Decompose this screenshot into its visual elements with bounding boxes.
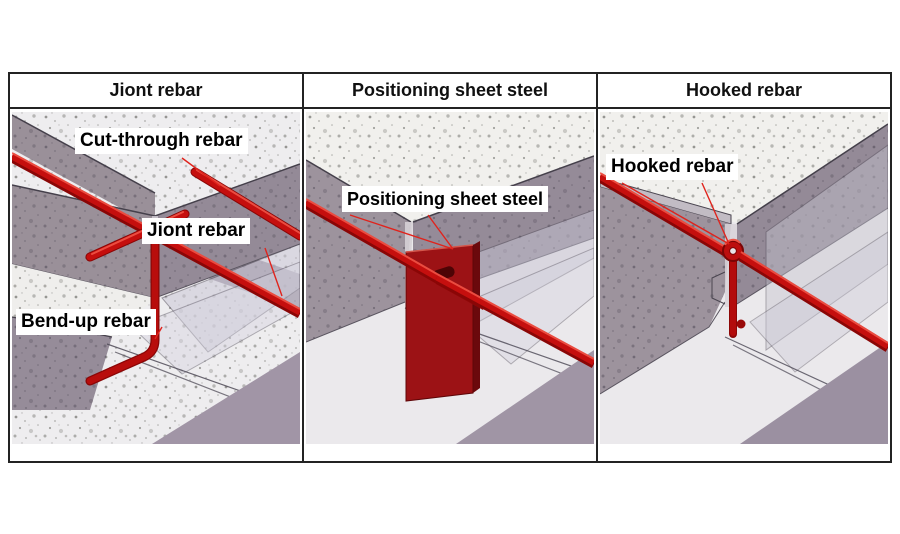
label-bend-up-rebar: Bend-up rebar	[16, 309, 156, 335]
leader-lines	[621, 182, 730, 245]
floor-dark-area	[152, 352, 300, 444]
floor-dark-area	[456, 350, 594, 444]
label-joint-rebar: Jiont rebar	[142, 218, 251, 244]
leader-lines	[349, 214, 454, 250]
panel-hooked-rebar: Hooked rebar	[598, 109, 890, 461]
positioning-sheet-steel-illustration	[306, 112, 594, 444]
cut-through-rebar-bar	[190, 167, 300, 241]
label-cut-through-rebar: Cut-through rebar	[75, 128, 248, 154]
concrete-wall-right	[736, 123, 888, 305]
rebar-bar-right	[738, 251, 888, 352]
table-body-row: Cut-through rebar Jiont rebar Bend-up re…	[10, 109, 890, 461]
rebar-bar-left	[600, 172, 730, 257]
table-header-row: Jiont rebar Positioning sheet steel Hook…	[10, 74, 890, 109]
leader-lines	[154, 157, 283, 340]
label-hooked-rebar: Hooked rebar	[606, 154, 739, 180]
comparison-table: Jiont rebar Positioning sheet steel Hook…	[8, 72, 892, 463]
panel-header-joint-rebar: Jiont rebar	[10, 74, 304, 107]
hook-rod	[729, 256, 746, 338]
rebar-bar	[306, 198, 594, 368]
panel-header-hooked-rebar: Hooked rebar	[598, 74, 890, 107]
panel-positioning-sheet-steel: Positioning sheet steel	[304, 109, 598, 461]
panel-header-positioning-sheet-steel: Positioning sheet steel	[304, 74, 598, 107]
label-positioning-sheet-steel: Positioning sheet steel	[342, 186, 549, 212]
bend-down-rod	[85, 223, 160, 386]
panel-joint-rebar: Cut-through rebar Jiont rebar Bend-up re…	[10, 109, 304, 461]
floor-dark-area	[740, 342, 888, 444]
joint-rebar-illustration	[12, 112, 300, 444]
rebar-ring	[722, 238, 744, 262]
